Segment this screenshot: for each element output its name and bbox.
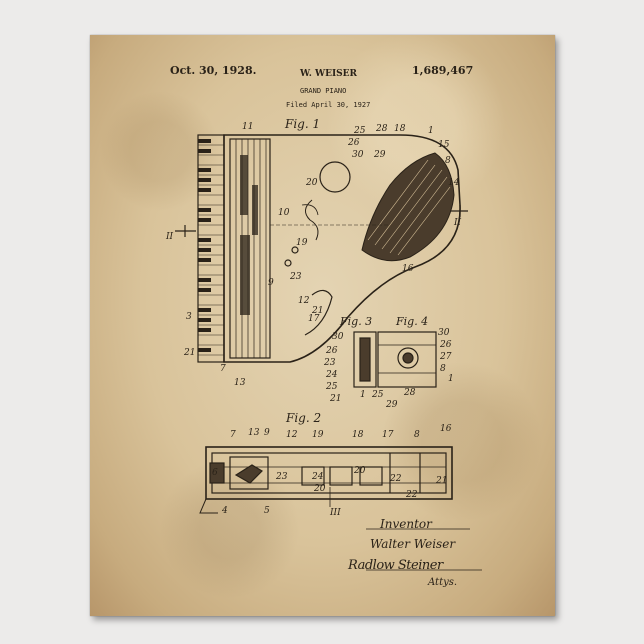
svg-text:II: II: [165, 232, 174, 242]
svg-text:10: 10: [278, 208, 290, 218]
patent-poster: Oct. 30, 1928. W. WEISER 1,689,467 GRAND…: [90, 35, 555, 616]
svg-text:20: 20: [353, 466, 366, 476]
svg-text:26: 26: [347, 138, 360, 148]
svg-text:25: 25: [325, 382, 338, 392]
svg-text:3: 3: [186, 312, 192, 322]
svg-text:13: 13: [234, 378, 246, 388]
svg-text:18: 18: [394, 124, 406, 134]
svg-text:7: 7: [230, 430, 236, 440]
svg-text:17: 17: [308, 314, 320, 324]
attys-label: Attys.: [428, 577, 457, 588]
svg-text:19: 19: [312, 430, 324, 440]
svg-text:8: 8: [440, 364, 446, 374]
svg-text:25: 25: [353, 126, 366, 136]
inventor-signature: Walter Weiser: [370, 537, 455, 551]
svg-text:28: 28: [375, 124, 388, 134]
svg-text:9: 9: [268, 278, 274, 288]
svg-text:II: II: [453, 218, 462, 228]
svg-text:30: 30: [352, 150, 364, 160]
svg-text:27: 27: [439, 352, 452, 362]
svg-text:4: 4: [221, 506, 228, 516]
svg-text:1: 1: [428, 126, 434, 136]
svg-text:9: 9: [264, 428, 270, 438]
svg-text:19: 19: [296, 238, 308, 248]
svg-text:22: 22: [405, 490, 418, 500]
svg-text:21: 21: [435, 476, 447, 486]
svg-text:24: 24: [325, 370, 338, 380]
figure-3-4-detail: [354, 332, 436, 387]
figure-3-label: Fig. 3: [340, 315, 372, 328]
svg-text:29: 29: [385, 400, 398, 410]
svg-text:15: 15: [438, 140, 450, 150]
svg-text:24: 24: [311, 472, 324, 482]
svg-text:20: 20: [313, 484, 326, 494]
svg-text:28: 28: [403, 388, 416, 398]
svg-text:21: 21: [183, 348, 195, 358]
svg-text:22: 22: [389, 474, 402, 484]
svg-text:23: 23: [275, 472, 288, 482]
svg-text:12: 12: [286, 430, 298, 440]
svg-text:20: 20: [305, 178, 318, 188]
svg-text:26: 26: [325, 346, 338, 356]
figure-4-label: Fig. 4: [396, 315, 428, 328]
attorney-signature: Radlow Steiner: [348, 558, 443, 573]
inventor-label: Inventor: [380, 517, 432, 531]
figure-2-label: Fig. 2: [286, 411, 321, 425]
svg-text:III: III: [329, 508, 341, 518]
svg-text:11: 11: [242, 122, 253, 132]
svg-text:7: 7: [220, 364, 226, 374]
svg-text:16: 16: [440, 424, 452, 434]
svg-text:16: 16: [402, 264, 414, 274]
figure-2-section: [200, 447, 452, 513]
svg-text:14: 14: [448, 178, 460, 188]
svg-text:5: 5: [264, 506, 270, 516]
svg-text:12: 12: [298, 296, 310, 306]
figure-1-label: Fig. 1: [285, 117, 320, 131]
svg-text:25: 25: [371, 390, 384, 400]
svg-text:23: 23: [289, 272, 302, 282]
svg-text:13: 13: [248, 428, 260, 438]
svg-text:30: 30: [332, 332, 344, 342]
svg-text:8: 8: [445, 156, 451, 166]
svg-text:1: 1: [448, 374, 454, 384]
svg-text:21: 21: [329, 394, 341, 404]
svg-text:30: 30: [438, 328, 450, 338]
svg-text:17: 17: [382, 430, 394, 440]
patent-drawing: 112528 18115 81426 302920 101916 IIII 23…: [90, 35, 555, 616]
svg-text:29: 29: [373, 150, 386, 160]
svg-text:6: 6: [212, 468, 218, 478]
svg-text:23: 23: [323, 358, 336, 368]
svg-text:1: 1: [360, 390, 366, 400]
svg-text:8: 8: [414, 430, 420, 440]
svg-text:18: 18: [352, 430, 364, 440]
svg-text:26: 26: [439, 340, 452, 350]
